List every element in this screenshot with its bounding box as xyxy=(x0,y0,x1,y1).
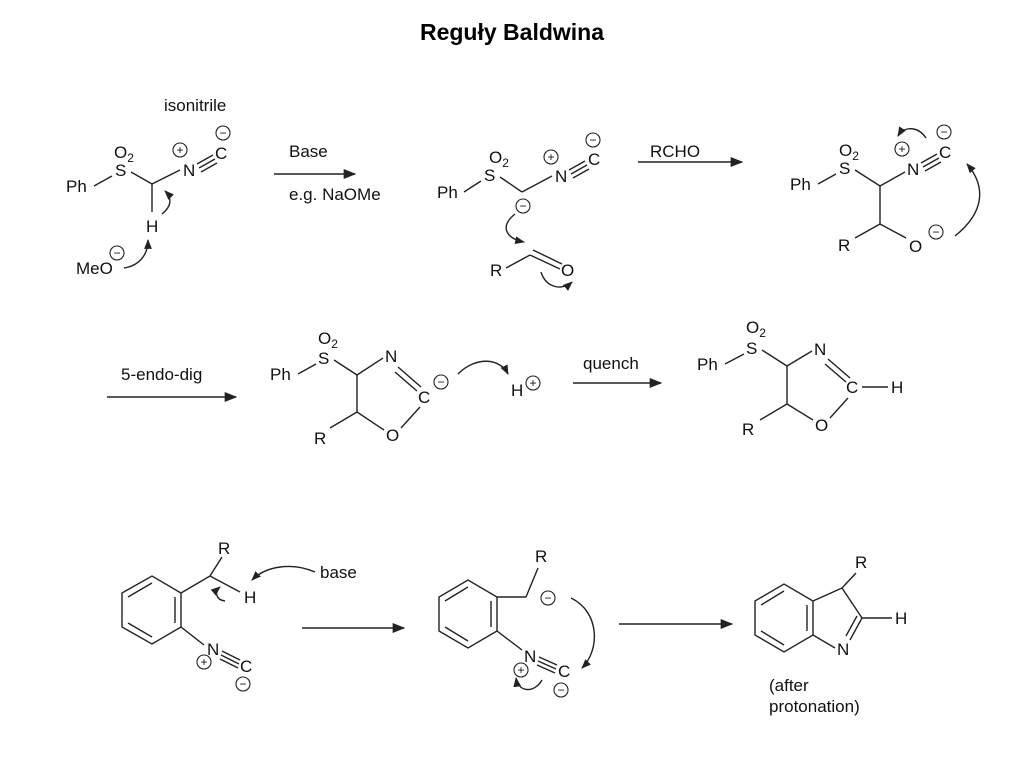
atom-c: C xyxy=(215,144,227,163)
proton: H + xyxy=(511,375,541,400)
atom-r: R xyxy=(855,553,867,572)
atom-s: S xyxy=(746,339,757,358)
atom-o: O xyxy=(386,426,399,445)
charge-minus: − xyxy=(558,683,565,697)
base-attack: base xyxy=(251,563,357,582)
atom-ph: Ph xyxy=(66,177,87,196)
charge-minus: − xyxy=(114,246,121,260)
note-after: (after xyxy=(769,676,809,695)
charge-minus: − xyxy=(545,591,552,605)
charge-plus: + xyxy=(518,663,525,677)
atom-ph: Ph xyxy=(697,355,718,374)
atom-ph: Ph xyxy=(790,175,811,194)
atom-h: H xyxy=(146,217,158,236)
atom-n: N xyxy=(183,161,195,180)
atom-n: N xyxy=(555,167,567,186)
reaction-arrow-rcho: RCHO xyxy=(638,142,744,168)
atom-o: O xyxy=(815,416,828,435)
reagent-endo-dig: 5-endo-dig xyxy=(121,365,202,384)
atom-n: N xyxy=(814,340,826,359)
atom-h: H xyxy=(244,588,256,607)
atom-ph: Ph xyxy=(437,183,458,202)
atom-c: C xyxy=(588,150,600,169)
atom-o2: O2 xyxy=(318,329,338,351)
atom-n: N xyxy=(907,160,919,179)
reagent-quench: quench xyxy=(583,354,639,373)
atom-o: O xyxy=(909,237,922,256)
atom-s: S xyxy=(839,159,850,178)
molecule-oxazoline: Ph S O2 N C H O R xyxy=(697,318,903,439)
atom-r: R xyxy=(490,261,502,280)
atom-h: H xyxy=(511,381,523,400)
charge-plus: + xyxy=(530,376,537,390)
molecule-isonitrile-tosmic: isonitrile Ph S O2 H N C + − xyxy=(66,96,231,236)
page-title: Reguły Baldwina xyxy=(420,19,604,45)
charge-plus: + xyxy=(548,150,555,164)
charge-minus: − xyxy=(240,677,247,691)
charge-minus: − xyxy=(438,375,445,389)
atom-r: R xyxy=(535,547,547,566)
atom-s: S xyxy=(484,166,495,185)
charge-plus: + xyxy=(899,142,906,156)
charge-minus: − xyxy=(941,125,948,139)
reaction-arrow-base: Base e.g. NaOMe xyxy=(274,142,381,204)
reagent-base-lower: base xyxy=(320,563,357,582)
atom-o2: O2 xyxy=(114,143,134,165)
molecule-benzyl-anion: R − N C + − xyxy=(438,547,595,698)
atom-s: S xyxy=(115,161,126,180)
aldehyde: R O xyxy=(490,249,574,291)
atom-r: R xyxy=(314,429,326,448)
charge-minus: − xyxy=(520,199,527,213)
atom-c: C xyxy=(939,143,951,162)
atom-r: R xyxy=(218,539,230,558)
isonitrile-label: isonitrile xyxy=(164,96,226,115)
atom-n: N xyxy=(524,647,536,666)
atom-ph: Ph xyxy=(270,365,291,384)
atom-n: N xyxy=(385,347,397,366)
charge-minus: − xyxy=(220,126,227,140)
reagent-base: Base xyxy=(289,142,328,161)
atom-c: C xyxy=(846,378,858,397)
molecule-alkoxide: Ph S O2 R O − N C + − xyxy=(790,124,981,256)
atom-r: R xyxy=(838,236,850,255)
atom-o2: O2 xyxy=(839,141,859,163)
molecule-indolenine: R H N (after protonation) xyxy=(754,553,907,716)
molecule-oxazoline-anion: Ph S O2 N C − O R xyxy=(270,329,509,448)
charge-minus: − xyxy=(590,133,597,147)
reaction-arrow-quench: quench xyxy=(573,354,663,389)
atom-n: N xyxy=(837,640,849,659)
note-protonation: protonation) xyxy=(769,697,860,716)
charge-minus: − xyxy=(933,225,940,239)
atom-c: C xyxy=(418,388,430,407)
atom-o: O xyxy=(561,261,574,280)
charge-plus: + xyxy=(177,143,184,157)
methoxide: MeO − xyxy=(76,239,152,278)
atom-n: N xyxy=(207,640,219,659)
molecule-carbanion: Ph S O2 N C + − − xyxy=(437,132,601,245)
atom-c: C xyxy=(240,657,252,676)
molecule-aryl-isocyanide: R H N C + − xyxy=(121,539,256,692)
atom-c: C xyxy=(558,662,570,681)
reagent-rcho: RCHO xyxy=(650,142,700,161)
reaction-arrow-endo-dig: 5-endo-dig xyxy=(107,365,238,403)
atom-r: R xyxy=(742,420,754,439)
atom-h: H xyxy=(895,609,907,628)
atom-s: S xyxy=(318,349,329,368)
atom-meo: MeO xyxy=(76,259,113,278)
reagent-example: e.g. NaOMe xyxy=(289,185,381,204)
atom-h: H xyxy=(891,378,903,397)
charge-plus: + xyxy=(201,655,208,669)
atom-o2: O2 xyxy=(746,318,766,340)
atom-o2: O2 xyxy=(489,148,509,170)
